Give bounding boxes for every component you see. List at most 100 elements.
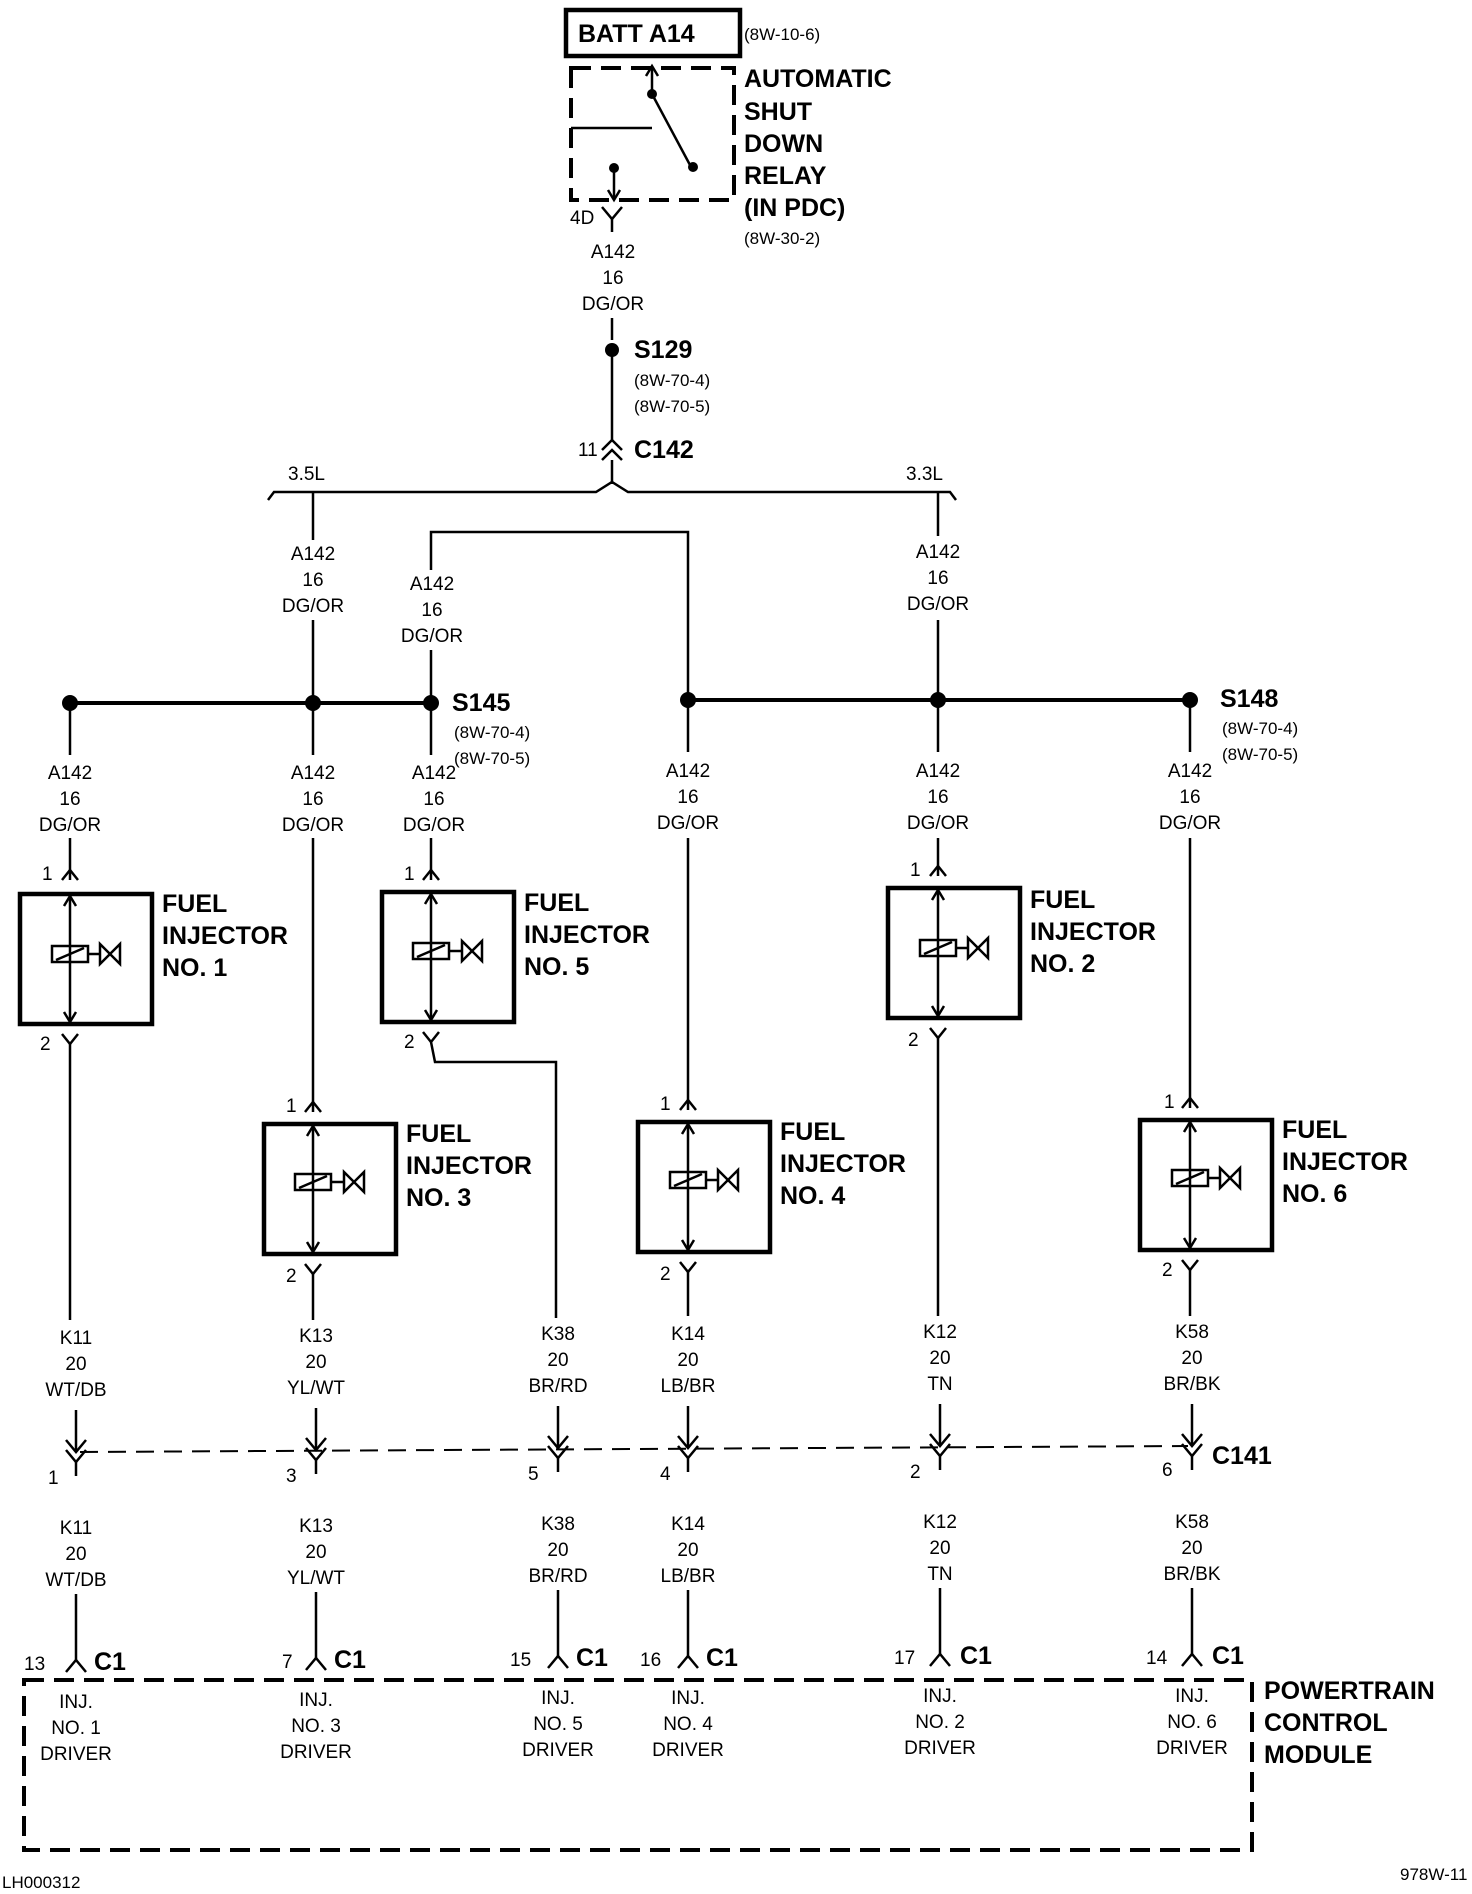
pcm-pin-14: 14 — [1146, 1648, 1168, 1669]
f6-color: DG/OR — [1159, 813, 1221, 834]
ws145-circuit: A142 — [410, 574, 454, 595]
f2-gauge: 16 — [927, 787, 948, 808]
fuel-injector-5 — [379, 889, 517, 1025]
footer-right: 978W-11 — [1400, 1865, 1467, 1884]
inj2-pin-in: 1 — [910, 860, 921, 881]
inj5-label-2: INJECTOR — [524, 921, 650, 949]
splice-s129-ref-2: (8W-70-5) — [634, 397, 710, 416]
pcm-label-2: CONTROL — [1264, 1709, 1388, 1737]
asd-relay-label: AUTOMATIC SHUT DOWN RELAY (IN PDC) (8W-3… — [744, 65, 892, 248]
inj3-label-1: FUEL — [406, 1120, 471, 1148]
inj1-label-1: FUEL — [162, 890, 227, 918]
inj2-label-1: FUEL — [1030, 886, 1095, 914]
d3u-gauge: 20 — [305, 1352, 326, 1373]
d3l-color: YL/WT — [287, 1568, 345, 1589]
d6l-gauge: 20 — [1181, 1538, 1202, 1559]
c141-pin-1: 1 — [48, 1468, 59, 1489]
svg-text:SHUT: SHUT — [744, 98, 812, 126]
d6l-color: BR/BK — [1163, 1564, 1220, 1585]
d1u-color: WT/DB — [45, 1380, 106, 1401]
svg-text:RELAY: RELAY — [744, 162, 827, 190]
inj6-pin-out: 2 — [1162, 1260, 1173, 1281]
f2-color: DG/OR — [907, 813, 969, 834]
pcm-c1-label-2: C1 — [960, 1642, 992, 1670]
w33-circuit: A142 — [916, 542, 960, 563]
svg-text:(8W-30-2): (8W-30-2) — [744, 229, 820, 248]
svg-text:(IN PDC): (IN PDC) — [744, 194, 845, 222]
d6u-gauge: 20 — [1181, 1348, 1202, 1369]
d5l-gauge: 20 — [547, 1540, 568, 1561]
ws145-gauge: 16 — [421, 600, 442, 621]
fuel-injector-1 — [17, 891, 155, 1027]
d5l-circuit: K38 — [541, 1514, 575, 1535]
c141-pin-4: 4 — [660, 1464, 671, 1485]
f4-color: DG/OR — [657, 813, 719, 834]
w33-color: DG/OR — [907, 594, 969, 615]
pcm-box — [22, 1678, 1254, 1852]
d6u-circuit: K58 — [1175, 1322, 1209, 1343]
inj5-label-1: FUEL — [524, 889, 589, 917]
inj6-label-1: FUEL — [1282, 1116, 1347, 1144]
top-wire-color: DG/OR — [582, 294, 644, 315]
batt-box — [563, 7, 743, 59]
top-wire-gauge: 16 — [602, 268, 623, 289]
d4u-color: LB/BR — [661, 1376, 716, 1397]
pcm-drv3-2: NO. 3 — [291, 1716, 341, 1737]
splice-s148-label: S148 — [1220, 685, 1278, 713]
d1u-circuit: K11 — [60, 1328, 92, 1349]
inj3-label-2: INJECTOR — [406, 1152, 532, 1180]
splice-s129-label: S129 — [634, 336, 692, 364]
d1l-gauge: 20 — [65, 1544, 86, 1565]
inj5-pin-out: 2 — [404, 1032, 415, 1053]
pcm-pin-16: 16 — [640, 1650, 661, 1671]
f3-circuit: A142 — [291, 763, 335, 784]
splice-s145-ref-2: (8W-70-5) — [454, 749, 530, 768]
inj6-pin-in: 1 — [1164, 1092, 1175, 1113]
pcm-drv4-2: NO. 4 — [663, 1714, 713, 1735]
c141-pin-6: 6 — [1162, 1460, 1173, 1481]
d3l-gauge: 20 — [305, 1542, 326, 1563]
d3u-color: YL/WT — [287, 1378, 345, 1399]
d5u-gauge: 20 — [547, 1350, 568, 1371]
inj4-pin-in: 1 — [660, 1094, 671, 1115]
connector-c141 — [65, 1404, 1203, 1476]
pcm-drv2-2: NO. 2 — [915, 1712, 965, 1733]
pcm-drv4-1: INJ. — [671, 1688, 705, 1709]
engine-33-label: 3.3L — [906, 464, 943, 485]
pcm-label-3: MODULE — [1264, 1741, 1372, 1769]
inj2-label-2: INJECTOR — [1030, 918, 1156, 946]
d2u-circuit: K12 — [923, 1322, 957, 1343]
fuel-injector-6 — [1137, 1117, 1275, 1253]
d3l-circuit: K13 — [299, 1516, 333, 1537]
c141-label: C141 — [1212, 1442, 1272, 1470]
f1-color: DG/OR — [39, 815, 101, 836]
d6u-color: BR/BK — [1163, 1374, 1220, 1395]
inj6-label-2: INJECTOR — [1282, 1148, 1408, 1176]
pcm-drv6-3: DRIVER — [1156, 1738, 1228, 1759]
pcm-c1-label-1: C1 — [94, 1648, 126, 1676]
d2l-circuit: K12 — [923, 1512, 957, 1533]
inj3-pin-out: 2 — [286, 1266, 297, 1287]
f1-circuit: A142 — [48, 763, 92, 784]
d1u-gauge: 20 — [65, 1354, 86, 1375]
inj4-label-3: NO. 4 — [780, 1182, 845, 1210]
f4-circuit: A142 — [666, 761, 710, 782]
splice-s145-ref-1: (8W-70-4) — [454, 723, 530, 742]
d4u-gauge: 20 — [677, 1350, 698, 1371]
pcm-drv2-3: DRIVER — [904, 1738, 976, 1759]
pcm-drv1-1: INJ. — [59, 1692, 93, 1713]
pcm-drv4-3: DRIVER — [652, 1740, 724, 1761]
ws145-color: DG/OR — [401, 626, 463, 647]
f5-circuit: A142 — [412, 763, 456, 784]
inj2-pin-out: 2 — [908, 1030, 919, 1051]
c141-pin-2: 2 — [910, 1462, 921, 1483]
d4l-gauge: 20 — [677, 1540, 698, 1561]
pcm-drv5-2: NO. 5 — [533, 1714, 583, 1735]
pcm-pin-17: 17 — [894, 1648, 915, 1669]
fuel-injector-3 — [261, 1121, 399, 1257]
pcm-drv1-2: NO. 1 — [51, 1718, 101, 1739]
inj2-label-3: NO. 2 — [1030, 950, 1095, 978]
d3u-circuit: K13 — [299, 1326, 333, 1347]
inj3-label-3: NO. 3 — [406, 1184, 471, 1212]
pcm-pin-13: 13 — [24, 1654, 45, 1675]
